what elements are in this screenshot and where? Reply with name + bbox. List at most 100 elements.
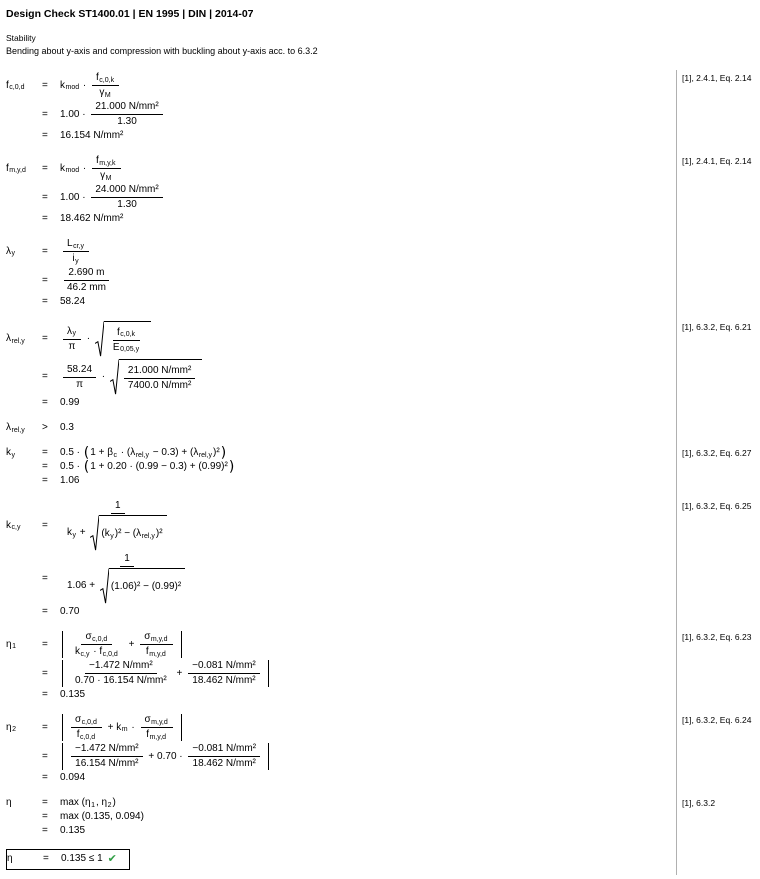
fraction-numerator: −0.081 N/mm² [188,743,261,757]
fraction-denominator: π [65,340,80,353]
math-text: i [72,253,75,264]
equation-relation: = [42,689,48,700]
result-box: η=0.135 ≤ 1✔ [6,849,130,870]
math-text: 18.462 N/mm² [192,675,256,686]
math-text: σ [75,714,82,725]
equation-relation: = [42,397,48,408]
fraction-denominator: 16.154 N/mm² [71,757,142,770]
math-text: c,y [11,524,21,531]
math-row: 0.135 ≤ 1✔ [61,853,117,865]
equation-rhs: 58.24 [60,296,85,308]
math-row: 0.5 · (1 + 0.20 · (0.99 − 0.3) + (0.99)²… [60,460,235,474]
math-text: f [145,646,149,657]
subscript: c,0,d [82,717,97,729]
math-text: m,y,d [150,635,168,643]
math-row: 0.094 [60,772,85,784]
math-text: , [95,797,102,808]
pass-check-icon: ✔ [107,853,117,865]
math-row: η [7,853,13,865]
equation-row: =max (0.135, 0.094) [6,811,670,823]
subscript: M [105,90,111,102]
subscript: 2 [108,800,112,812]
math-text: η [101,797,108,808]
math-text: 2 [12,726,16,733]
math-text: 58.24 [67,363,93,375]
reference-label: [1], 2.4.1, Eq. 2.14 [682,73,752,83]
math-text: f [6,162,9,174]
equation-rhs: 0.135 ≤ 1✔ [61,853,117,865]
math-text: σ [85,631,92,642]
fraction-denominator: 1.30 [113,198,140,211]
math-text: · [90,646,100,657]
equation-rhs: 0.99 [60,397,79,409]
math-text: max ( [60,797,85,808]
math-row: 16.154 N/mm² [60,130,123,142]
math-text: rel,y [11,426,25,434]
math-text: c,y [80,650,90,658]
reference-label [670,848,760,870]
equation-relation: = [42,447,48,458]
math-text: 1 [12,643,16,650]
math-text: k [60,162,65,174]
fraction-denominator: 1.30 [113,115,140,128]
math-text: 2.690 m [68,267,105,278]
equation-lhs: η [7,853,41,865]
subscript: mod [66,82,80,94]
math-text: · [80,162,90,174]
equation-relation: = [42,811,48,822]
math-text: · [99,371,108,382]
math-text: λ [67,325,72,337]
math-text: 1.06 + [67,580,98,591]
subscript: rel,y [12,425,25,437]
math-text: m,y,d [151,718,168,726]
reference-label: [1], 6.3.2, Eq. 6.23 [682,632,752,642]
math-text: y [11,250,16,257]
subscript: c,0,k [99,75,114,87]
math-text: 0.5 · [60,447,83,458]
equation-relation: = [42,461,48,472]
fraction-numerator: −1.472 N/mm² [85,660,157,674]
subscript: m,y,d [149,732,166,744]
subscript: c,0,k [120,329,135,341]
equation-math: η=0.135 ≤ 1✔ [6,848,670,870]
math-text: c,0,d [81,718,97,726]
